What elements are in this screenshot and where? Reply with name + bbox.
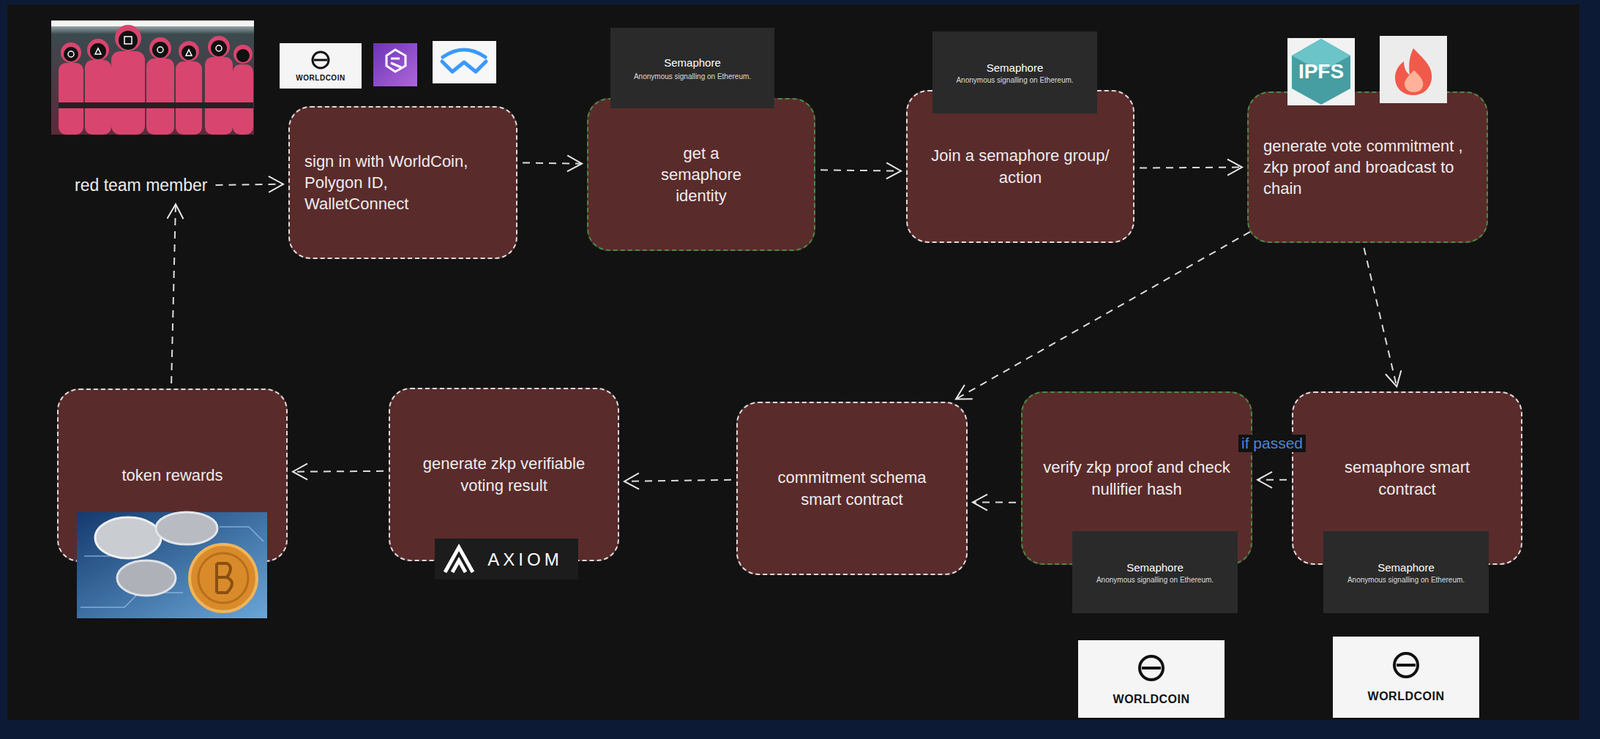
arrow-head [1385,370,1401,387]
connector-line [820,169,902,171]
arrow-head [292,464,308,481]
logo-text: Anonymous signalling on Ethereum. [1323,573,1489,586]
logo-text: WORLDCOIN [1078,690,1225,709]
arrow-head [624,473,639,490]
axiom-logo [434,538,579,580]
connector-line [215,184,284,186]
process-box: sign in with WorldCoin, Polygon ID, Wall… [288,106,518,260]
connector-line [1139,166,1243,170]
connector-line [171,204,176,384]
logo-text: AXIOM [479,547,571,573]
arrow-head [166,204,183,219]
logo-text: IPFS [1287,58,1355,85]
edge-label: if passed [1238,434,1306,453]
flow-arrow [1139,159,1243,176]
semaphore-logo [932,31,1098,114]
logo-text: Semaphore [1323,558,1489,577]
node-text: commitment schema smart contract [764,466,940,510]
worldcoin-logo [1078,640,1225,719]
arrow-head [1227,159,1243,176]
node-text: sign in with WorldCoin, Polygon ID, Wall… [304,150,497,215]
process-box: semaphore smart contract [1291,391,1523,566]
worldcoin-logo [279,43,362,89]
process-box: Join a semaphore group/ action [906,90,1135,244]
flame-logo [1379,35,1448,104]
flow-arrow [1257,472,1287,489]
node-text: verify zkp proof and check nullifier has… [1037,456,1236,500]
connector-line [1364,248,1398,387]
logo-text: WORLDCOIN [279,71,362,84]
arrow-head [268,176,284,193]
flow-arrow [955,232,1251,400]
process-box: get a semaphore identity [587,98,816,252]
flow-arrow [215,176,284,193]
logo-text: Anonymous signalling on Ethereum. [932,73,1098,86]
connector-line [522,162,582,164]
node-text: get a semaphore identity [646,142,757,207]
process-box: generate vote commitment , zkp proof and… [1247,91,1489,244]
node-text: generate zkp verifiable voting result [404,453,604,496]
crypto-coins-photo [76,512,268,619]
process-box: token rewards [57,388,288,563]
semaphore-logo [1072,531,1238,614]
node-text: Join a semaphore group/ action [925,144,1116,188]
logo-text: WORLDCOIN [1332,688,1480,706]
arrow-head [567,155,582,172]
node-text: red team member [74,174,208,197]
process-box: generate zkp verifiable voting result [388,387,620,562]
flow-arrow [1364,248,1402,387]
arrow-head [886,162,902,179]
connector-line [1257,479,1287,481]
flow-arrow [292,464,384,481]
flow-arrow [820,162,902,179]
process-box: commitment schema smart contract [736,401,968,576]
connector-line [972,501,1016,503]
arrow-head [1257,472,1273,489]
polygon-id-logo [373,43,418,87]
connector-line [292,470,384,473]
node-text: semaphore smart contract [1334,456,1481,500]
walletconnect-logo [432,40,497,84]
logo-text: Semaphore [1072,558,1238,577]
arrow-head [972,494,988,511]
actor-label: red team member [71,171,211,200]
flow-arrow [972,494,1016,511]
logo-text: Anonymous signalling on Ethereum. [1072,573,1238,586]
flow-arrow [624,473,732,490]
node-text: generate vote commitment , zkp proof and… [1263,135,1472,200]
team-photo [51,20,254,135]
arrow-head [955,384,973,399]
logo-text: Semaphore [610,53,775,71]
connector-line [955,232,1251,400]
logo-text: Semaphore [932,58,1098,77]
ipfs-logo [1287,38,1355,106]
worldcoin-logo [1332,636,1480,719]
semaphore-logo [1323,531,1489,614]
flow-arrow [522,155,582,172]
process-box: verify zkp proof and check nullifier has… [1021,391,1253,566]
semaphore-logo [610,27,775,109]
logo-text: Anonymous signalling on Ethereum. [610,70,775,82]
flow-arrow [166,204,183,384]
connector-line [624,480,732,482]
node-text: token rewards [121,464,223,487]
